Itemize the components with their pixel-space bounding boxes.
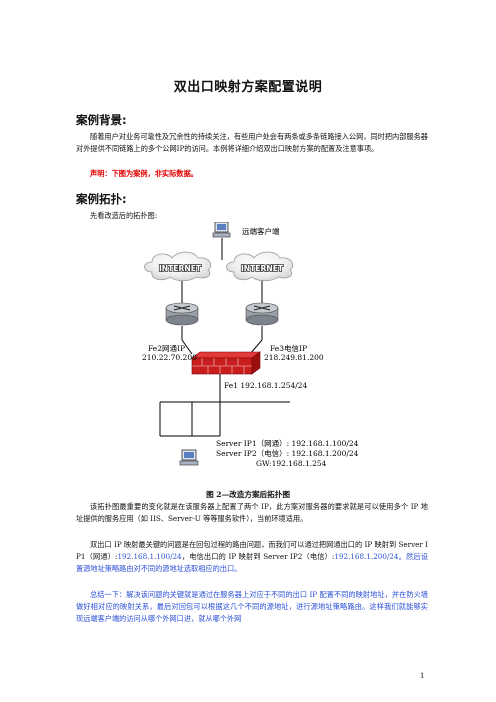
topology-intro: 先看改造后的拓扑图: — [90, 211, 158, 220]
body-paragraph-1: 该拓扑图最重要的变化就是在该服务器上配置了两个 IP，此方案对服务器的要求就是可… — [76, 502, 428, 523]
firewall-icon — [191, 351, 261, 375]
internet-cloud-icon — [144, 251, 212, 282]
fe1-label: Fe1 192.168.1.254/24 — [224, 381, 308, 390]
fe2-label: Fe2网通IP — [148, 343, 185, 353]
body-paragraph-3: 总结一下：解决该问题的关键就是通过在服务器上对应于不同的出口 IP 配置不同的映… — [76, 590, 428, 623]
body-paragraph-2: 双出口 IP 映射最关键的问题是在回包过程的路由问题，而我们可以通过把网通出口的… — [76, 539, 428, 575]
remote-client-label: 远端客户端 — [242, 226, 280, 236]
section-heading-background: 案例背景: — [76, 113, 127, 127]
internet-cloud-icon — [226, 251, 294, 282]
network-topology-diagram: 远端客户端 INTERNET INTERNET — [142, 222, 359, 468]
router-icon — [165, 302, 199, 326]
server-ip1-label: Server IP1（网通）: 192.168.1.100/24 — [216, 438, 359, 448]
figure-caption: 图 2—改造方案后拓扑图 — [206, 490, 290, 499]
paragraph-2-text: 双出口 IP 映射最关键的问题是在回包过程的路由问题，而我们可以通过把网通出口的… — [76, 540, 428, 561]
background-paragraph: 随着用户对业务可靠性及冗余性的持续关注，有些用户处会有两条或多条链路接入公网，同… — [76, 132, 428, 153]
paragraph-2-text-2: ，电信出口的 IP 映射到 Server IP2（电信）: — [181, 552, 335, 561]
fe3-label: Fe3电信IP — [270, 343, 307, 353]
fe3-ip: 218.249.81.200 — [264, 353, 324, 362]
fe2-ip: 210.22.70.200 — [142, 353, 197, 362]
section-heading-topology: 案例拓扑: — [76, 192, 127, 206]
server-computer-icon — [179, 449, 199, 466]
page-title: 双出口映射方案配置说明 — [173, 80, 323, 95]
paragraph-2-ip1: 192.168.1.100/24 — [117, 552, 182, 561]
internet-label-2: INTERNET — [241, 264, 284, 273]
remote-client-computer-icon — [212, 222, 231, 238]
router-icon — [245, 302, 279, 326]
page-number: 1 — [420, 672, 425, 680]
server-ip2-label: Server IP2（电信）: 192.168.1.200/24 — [216, 448, 359, 458]
gateway-label: GW:192.168.1.254 — [256, 459, 327, 468]
internet-label-1: INTERNET — [159, 264, 202, 273]
disclaimer-note: 声明：下图为案例，非实际数据。 — [90, 169, 198, 178]
paragraph-2-ip2: 192.168.1.200/24。然后设置源地址策略路由对不同的源地址选取相应的… — [76, 552, 428, 573]
